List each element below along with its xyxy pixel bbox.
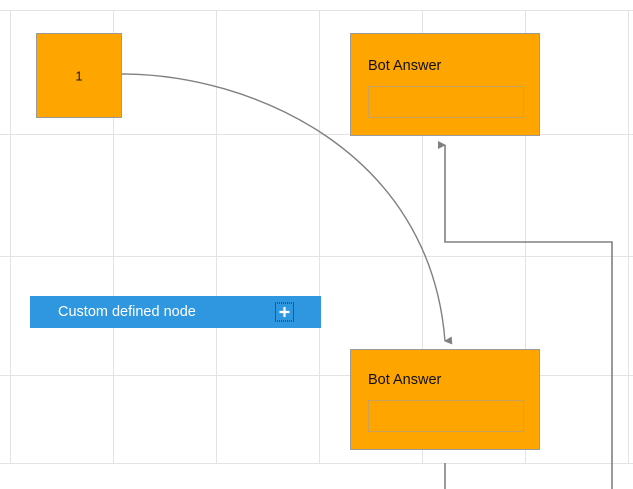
bot-answer-node-bottom[interactable]: Bot Answer [350, 349, 540, 450]
node-1[interactable]: 1 [36, 33, 122, 118]
node-1-label: 1 [75, 68, 83, 83]
plus-icon[interactable] [275, 302, 294, 322]
bot-answer-node-top[interactable]: Bot Answer [350, 33, 540, 136]
custom-defined-node-label: Custom defined node [58, 303, 196, 320]
custom-defined-node-bar[interactable]: Custom defined node [30, 296, 321, 328]
bot-answer-title: Bot Answer [368, 372, 442, 388]
edge-ortho-riser[interactable] [438, 141, 613, 489]
edge-curved-node1-to-bot-bottom[interactable] [121, 73, 453, 345]
bot-answer-title: Bot Answer [368, 58, 442, 74]
bot-answer-slot[interactable] [368, 86, 524, 118]
bot-answer-slot[interactable] [368, 400, 524, 432]
